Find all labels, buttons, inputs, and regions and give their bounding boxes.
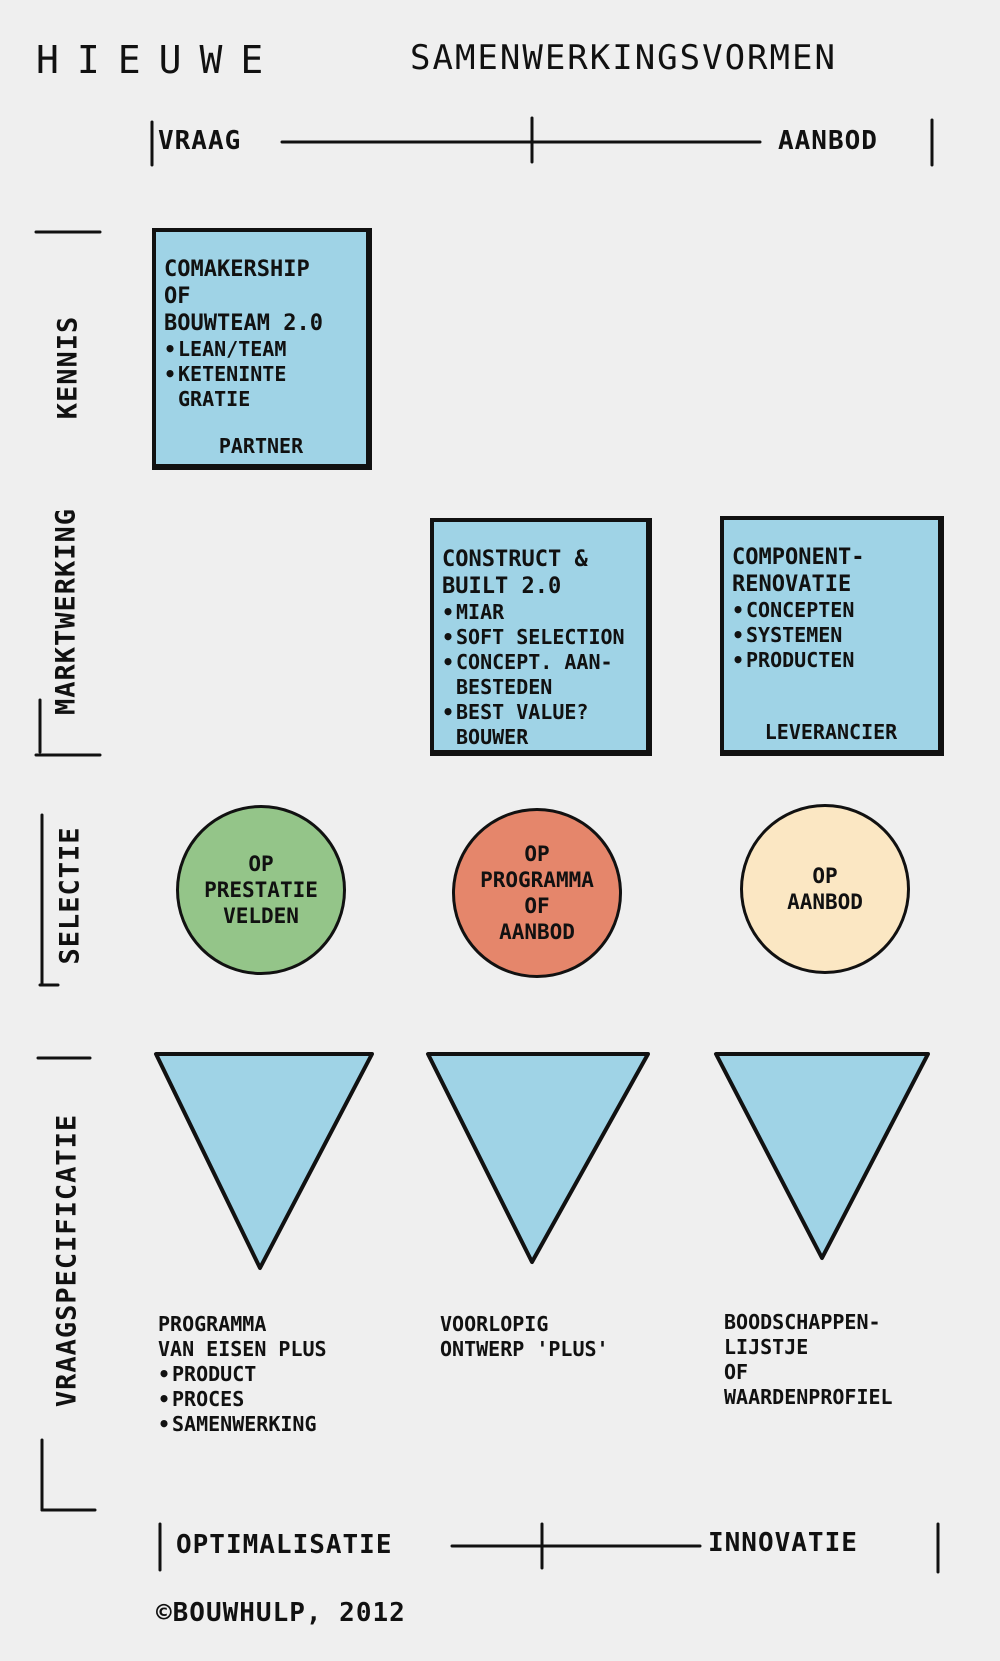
box-list: CONCEPTEN SYSTEMEN PRODUCTEN xyxy=(732,598,932,673)
box-title: COMAKERSHIP OF BOUWTEAM 2.0 xyxy=(164,257,323,336)
spec-item: SAMENWERKING xyxy=(158,1412,327,1437)
box-title: CONSTRUCT & BUILT 2.0 xyxy=(442,547,588,599)
box-item: BEST VALUE? BOUWER xyxy=(442,700,640,750)
spec-item: PROCES xyxy=(158,1387,327,1412)
spec-programma-van-eisen: PROGRAMMA VAN EISEN PLUS PRODUCT PROCES … xyxy=(158,1312,327,1437)
spec-title: BOODSCHAPPEN- LIJSTJE OF WAARDENPROFIEL xyxy=(724,1310,893,1409)
spec-voorlopig-ontwerp: VOORLOPIG ONTWERP 'PLUS' xyxy=(440,1312,609,1362)
spec-list: PRODUCT PROCES SAMENWERKING xyxy=(158,1362,327,1437)
circle-prestatie: OP PRESTATIE VELDEN xyxy=(176,805,346,975)
box-item: KETENINTE GRATIE xyxy=(164,362,360,412)
triangle-2 xyxy=(426,1052,650,1264)
box-item: PRODUCTEN xyxy=(732,648,932,673)
box-construct-built: CONSTRUCT & BUILT 2.0 MIAR SOFT SELECTIO… xyxy=(430,518,652,756)
row-label-selectie: SELECTIE xyxy=(54,826,86,965)
box-item: MIAR xyxy=(442,600,640,625)
spec-title: PROGRAMMA VAN EISEN PLUS xyxy=(158,1312,327,1361)
spec-boodschappenlijstje: BOODSCHAPPEN- LIJSTJE OF WAARDENPROFIEL xyxy=(724,1310,893,1410)
box-item: CONCEPT. AAN- BESTEDEN xyxy=(442,650,640,700)
circle-programma: OP PROGRAMMA OF AANBOD xyxy=(452,808,622,978)
title-right: SAMENWERKINGSVORMEN xyxy=(410,38,837,78)
title-left: HIEUWE xyxy=(36,38,282,82)
box-item: CONCEPTEN xyxy=(732,598,932,623)
triangle-1 xyxy=(154,1052,374,1270)
box-comakership: COMAKERSHIP OF BOUWTEAM 2.0 LEAN/TEAM KE… xyxy=(152,228,372,470)
box-footer: PARTNER xyxy=(218,434,304,458)
spec-item: PRODUCT xyxy=(158,1362,327,1387)
box-footer: LEVERANCIER xyxy=(764,720,898,744)
axis-vraag: VRAAG xyxy=(158,126,242,156)
row-label-kennis: KENNIS xyxy=(52,315,84,420)
box-list: LEAN/TEAM KETENINTE GRATIE xyxy=(164,337,360,412)
row-label-vraagspecificatie: VRAAGSPECIFICATIE xyxy=(51,1113,83,1408)
box-list: MIAR SOFT SELECTION CONCEPT. AAN- BESTED… xyxy=(442,600,640,750)
box-item: SYSTEMEN xyxy=(732,623,932,648)
axis-optimalisatie: OPTIMALISATIE xyxy=(176,1530,393,1560)
axis-aanbod: AANBOD xyxy=(778,126,878,156)
box-title: COMPONENT- RENOVATIE xyxy=(732,545,865,597)
box-item: SOFT SELECTION xyxy=(442,625,640,650)
triangle-3 xyxy=(714,1052,930,1260)
axis-innovatie: INNOVATIE xyxy=(708,1528,858,1558)
spec-title: VOORLOPIG ONTWERP 'PLUS' xyxy=(440,1312,609,1361)
circle-aanbod: OP AANBOD xyxy=(740,804,910,974)
box-item: LEAN/TEAM xyxy=(164,337,360,362)
row-label-marktwerking: MARKTWERKING xyxy=(50,507,82,716)
copyright-credit: ©BOUWHULP, 2012 xyxy=(156,1598,406,1628)
box-componentrenovatie: COMPONENT- RENOVATIE CONCEPTEN SYSTEMEN … xyxy=(720,516,944,756)
